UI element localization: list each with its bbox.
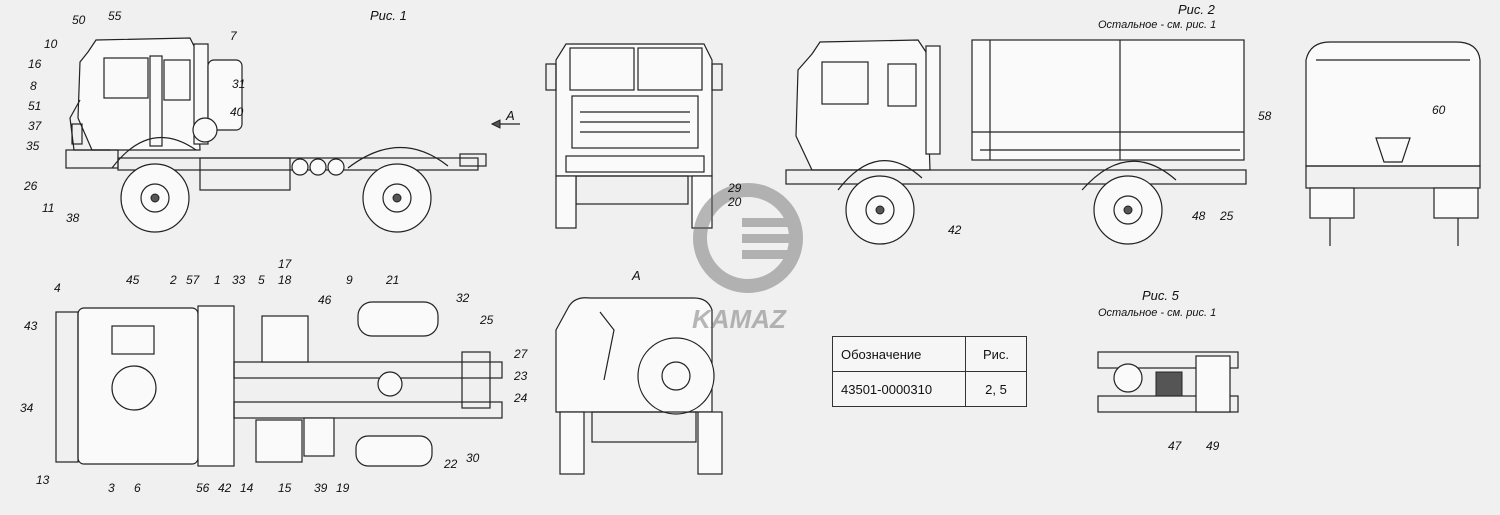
table-row: 43501-0000310 2, 5 bbox=[832, 371, 1027, 407]
callout-label: 42 bbox=[218, 481, 232, 495]
fig2-rear-view bbox=[1305, 41, 1481, 246]
callout-label: 16 bbox=[28, 57, 42, 71]
callout-label: 49 bbox=[1206, 439, 1220, 453]
callout-label: 21 bbox=[385, 273, 399, 287]
table-header-cell: Рис. bbox=[965, 336, 1027, 372]
callout-label: 8 bbox=[30, 79, 37, 93]
callout-label: 20 bbox=[727, 195, 742, 209]
callout-label: 1 bbox=[214, 273, 221, 287]
callout-label: 33 bbox=[232, 273, 246, 287]
table-header-cell: Обозначение bbox=[832, 336, 966, 372]
fig5-detail bbox=[1097, 351, 1239, 413]
callout-label: 26 bbox=[23, 179, 38, 193]
view-a-arrow-label: A bbox=[505, 108, 515, 123]
callout-label: 48 bbox=[1192, 209, 1206, 223]
callout-label: 60 bbox=[1432, 103, 1446, 117]
callout-label: 37 bbox=[28, 119, 43, 133]
watermark-text: KAMAZ bbox=[692, 304, 787, 334]
callout-label: 29 bbox=[727, 181, 742, 195]
callout-label: 25 bbox=[1219, 209, 1234, 223]
table-header-row: Обозначение Рис. bbox=[832, 336, 1027, 372]
fig1-side-view bbox=[65, 37, 520, 233]
designation-table: Обозначение Рис. 43501-0000310 2, 5 bbox=[832, 336, 1027, 407]
callout-label: 11 bbox=[42, 201, 54, 215]
callout-label: 25 bbox=[479, 313, 494, 327]
callout-label: 5 bbox=[258, 273, 265, 287]
callout-label: 17 bbox=[278, 257, 293, 271]
table-cell: 43501-0000310 bbox=[832, 371, 966, 407]
callout-label: 39 bbox=[314, 481, 328, 495]
callout-label: 42 bbox=[948, 223, 962, 237]
callout-label: 18 bbox=[278, 273, 292, 287]
callout-label: 34 bbox=[20, 401, 34, 415]
fig2-subcaption: Остальное - см. рис. 1 bbox=[1098, 19, 1216, 31]
fig5-subcaption: Остальное - см. рис. 1 bbox=[1098, 307, 1216, 319]
view-a-label: A bbox=[631, 268, 641, 283]
callout-label: 10 bbox=[44, 37, 58, 51]
callout-label: 23 bbox=[513, 369, 528, 383]
callout-label: 45 bbox=[126, 273, 140, 287]
callout-label: 30 bbox=[466, 451, 480, 465]
view-a-rear bbox=[555, 297, 723, 475]
figure-captions: Рис. 1 Рис. 2 Остальное - см. рис. 1 Рис… bbox=[370, 2, 1216, 319]
front-view bbox=[545, 43, 723, 229]
callout-label: 13 bbox=[36, 473, 50, 487]
callout-label: 55 bbox=[108, 9, 122, 23]
callout-label: 46 bbox=[318, 293, 332, 307]
callout-label: 56 bbox=[196, 481, 210, 495]
callout-label: 3 bbox=[108, 481, 115, 495]
fig2-side-view bbox=[785, 39, 1247, 245]
callout-label: 51 bbox=[28, 99, 41, 113]
callout-label: 31 bbox=[232, 77, 245, 91]
callout-label: 24 bbox=[513, 391, 528, 405]
callout-label: 40 bbox=[230, 105, 244, 119]
callout-label: 6 bbox=[134, 481, 141, 495]
callout-label: 4 bbox=[54, 281, 61, 295]
callout-label: 38 bbox=[66, 211, 80, 225]
callout-label: 9 bbox=[346, 273, 353, 287]
callout-label: 43 bbox=[24, 319, 38, 333]
callout-label: 2 bbox=[169, 273, 177, 287]
fig2-caption: Рис. 2 bbox=[1178, 2, 1216, 17]
fig1-plan-view bbox=[55, 301, 503, 467]
callout-label: 27 bbox=[513, 347, 529, 361]
callout-label: 50 bbox=[72, 13, 86, 27]
table-cell: 2, 5 bbox=[965, 371, 1027, 407]
fig5-caption: Рис. 5 bbox=[1142, 288, 1180, 303]
fig1-caption: Рис. 1 bbox=[370, 8, 407, 23]
callout-label: 32 bbox=[456, 291, 470, 305]
callout-label: 19 bbox=[336, 481, 350, 495]
callout-label: 58 bbox=[1258, 109, 1272, 123]
callout-label: 35 bbox=[26, 139, 40, 153]
callout-label: 15 bbox=[278, 481, 292, 495]
callout-label: 7 bbox=[230, 29, 238, 43]
callout-label: 57 bbox=[186, 273, 201, 287]
callout-label: 47 bbox=[1168, 439, 1183, 453]
kamaz-watermark: KAMAZ bbox=[692, 183, 803, 334]
callout-label: 22 bbox=[443, 457, 458, 471]
callout-label: 14 bbox=[240, 481, 254, 495]
